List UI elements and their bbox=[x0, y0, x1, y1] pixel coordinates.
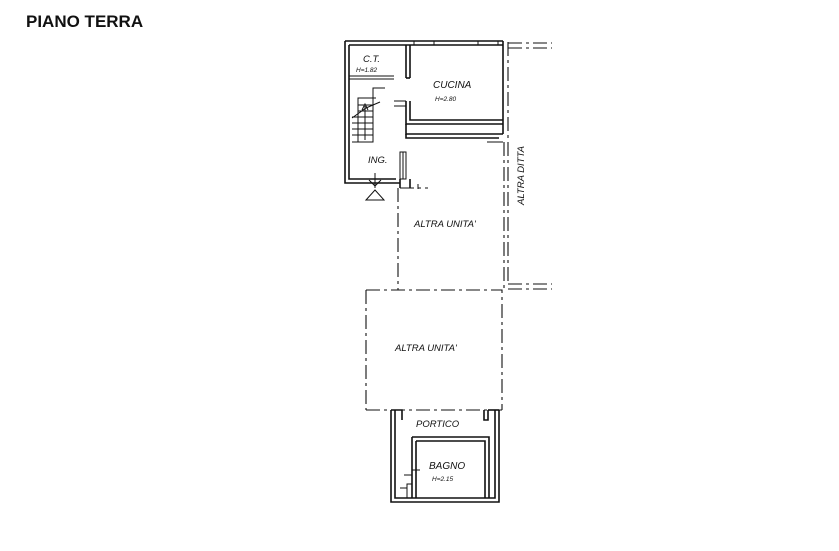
staircase bbox=[351, 87, 385, 143]
room-height-ct: H=1.82 bbox=[356, 67, 378, 74]
room-label-cucina: CUCINA bbox=[433, 80, 472, 91]
adjacent-property-outlines bbox=[365, 42, 552, 411]
room-height-bagno: H=2.15 bbox=[432, 476, 454, 483]
room-label-altra-ditta: ALTRA DITTA bbox=[516, 146, 527, 206]
room-label-altra-unita-upper: ALTRA UNITA' bbox=[413, 219, 477, 230]
room-height-cucina: H=2.80 bbox=[435, 96, 457, 103]
room-label-altra-unita-lower: ALTRA UNITA' bbox=[394, 343, 458, 354]
portico-bagno-walls bbox=[390, 409, 500, 503]
upper-block-walls bbox=[344, 40, 504, 189]
room-label-ct: C.T. bbox=[363, 54, 380, 65]
room-label-ingresso: ING. bbox=[368, 155, 388, 166]
entrance-marker bbox=[364, 173, 386, 201]
floor-title: PIANO TERRA bbox=[26, 12, 144, 31]
room-label-portico: PORTICO bbox=[416, 419, 460, 430]
room-label-bagno: BAGNO bbox=[429, 461, 465, 472]
